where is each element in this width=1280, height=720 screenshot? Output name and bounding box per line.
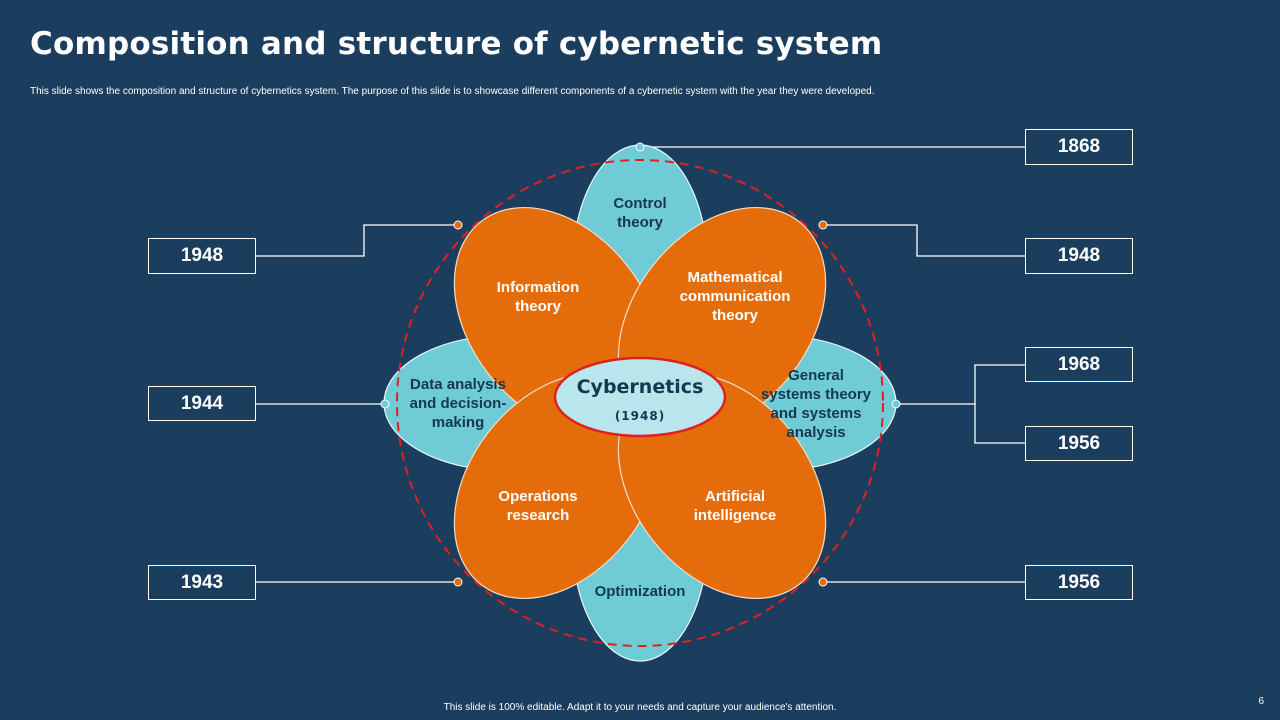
dot-operations-research (453, 577, 463, 587)
connector-mathematical-communication (823, 224, 1025, 257)
center-title: Cybernetics (576, 376, 704, 398)
dot-mathematical-communication (818, 220, 828, 230)
label-optimization: Optimization (594, 582, 686, 600)
year-box-control-theory: 1868 (1025, 129, 1133, 165)
connector-general-systems-lower (974, 404, 1025, 444)
year-box-systems-analysis: 1956 (1025, 426, 1133, 461)
year-box-data-analysis: 1944 (148, 386, 256, 421)
center-oval (553, 356, 727, 438)
connector-information-theory (255, 224, 458, 257)
dot-information-theory (453, 220, 463, 230)
dashed-boundary-circle (396, 159, 884, 647)
slide-subtitle: This slide shows the composition and str… (30, 86, 875, 97)
year-box-operations-research: 1943 (148, 565, 256, 600)
dot-general-systems (891, 399, 901, 409)
center-year: (1948) (614, 409, 666, 423)
connector-general-systems (896, 364, 1025, 405)
year-box-mathematical-communication: 1948 (1025, 238, 1133, 274)
slide-title: Composition and structure of cybernetic … (30, 26, 883, 62)
footer-note: This slide is 100% editable. Adapt it to… (443, 702, 837, 713)
year-box-general-systems-theory: 1968 (1025, 347, 1133, 382)
year-box-information-theory: 1948 (148, 238, 256, 274)
dot-control-theory (635, 142, 645, 152)
page-number: 6 (1258, 696, 1264, 707)
year-box-artificial-intelligence: 1956 (1025, 565, 1133, 600)
dot-data-analysis (380, 399, 390, 409)
dot-artificial-intelligence (818, 577, 828, 587)
